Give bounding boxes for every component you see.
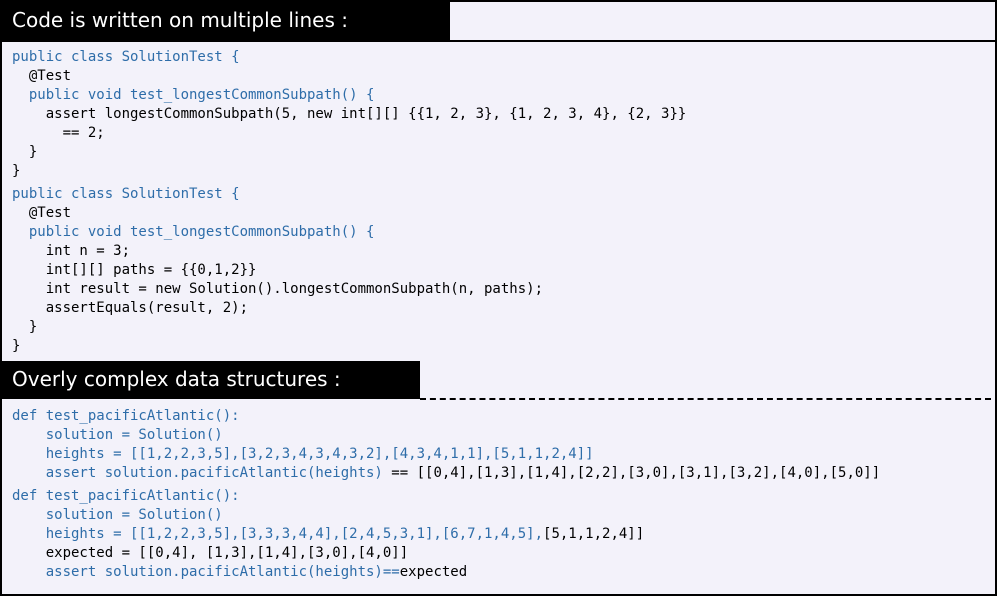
code-line: public class SolutionTest {: [12, 186, 240, 202]
code-line: def test_pacificAtlantic():: [12, 488, 240, 504]
code-line: def test_pacificAtlantic():: [12, 408, 240, 424]
code-line: }: [12, 163, 21, 179]
header-rule: [2, 40, 995, 42]
code-line: assert solution.pacificAtlantic(heights)…: [12, 464, 995, 483]
code-line: solution = Solution(): [12, 427, 223, 443]
code-segment: [5,1,1,2,4]]: [543, 526, 645, 542]
code-segment: == [[0,4],[1,3],[1,4],[2,2],[3,0],[3,1],…: [391, 465, 881, 481]
code-block-multiline: public class SolutionTest { @Test public…: [2, 48, 995, 356]
code-line: }: [12, 319, 38, 335]
section-header-complex-data: Overly complex data structures :: [2, 361, 420, 399]
code-segment: assert solution.pacificAtlantic(heights): [12, 465, 392, 481]
code-segment: heights = [[1,2,2,3,5],[3,3,3,4,4],[2,4,…: [12, 526, 544, 542]
code-line: assert solution.pacificAtlantic(heights)…: [12, 563, 995, 582]
section-header-multiline: Code is written on multiple lines :: [2, 2, 450, 40]
code-line: == 2;: [12, 125, 105, 141]
code-line: }: [12, 144, 38, 160]
code-line: assert longestCommonSubpath(5, new int[]…: [12, 106, 687, 122]
code-line: heights = [[1,2,2,3,5],[3,2,3,4,3,4,3,2]…: [12, 446, 594, 462]
code-line: public class SolutionTest {: [12, 49, 240, 65]
code-line: }: [12, 338, 21, 354]
code-line: int n = 3;: [12, 243, 131, 259]
dashed-separator: [420, 398, 991, 400]
code-line: assertEquals(result, 2);: [12, 300, 249, 316]
code-line: int[][] paths = {{0,1,2}}: [12, 262, 257, 278]
code-block-complex-data: def test_pacificAtlantic(): solution = S…: [2, 407, 995, 582]
code-line: public void test_longestCommonSubpath() …: [12, 224, 375, 240]
code-line: public void test_longestCommonSubpath() …: [12, 87, 375, 103]
code-line: int result = new Solution().longestCommo…: [12, 281, 544, 297]
code-line: heights = [[1,2,2,3,5],[3,3,3,4,4],[2,4,…: [12, 525, 995, 544]
code-segment: expected: [399, 564, 468, 580]
code-line: @Test: [12, 205, 72, 221]
code-segment: assert solution.pacificAtlantic(heights)…: [12, 564, 400, 580]
code-line: solution = Solution(): [12, 507, 223, 523]
code-line: @Test: [12, 68, 72, 84]
code-line: expected = [[0,4], [1,3],[1,4],[3,0],[4,…: [12, 545, 409, 561]
